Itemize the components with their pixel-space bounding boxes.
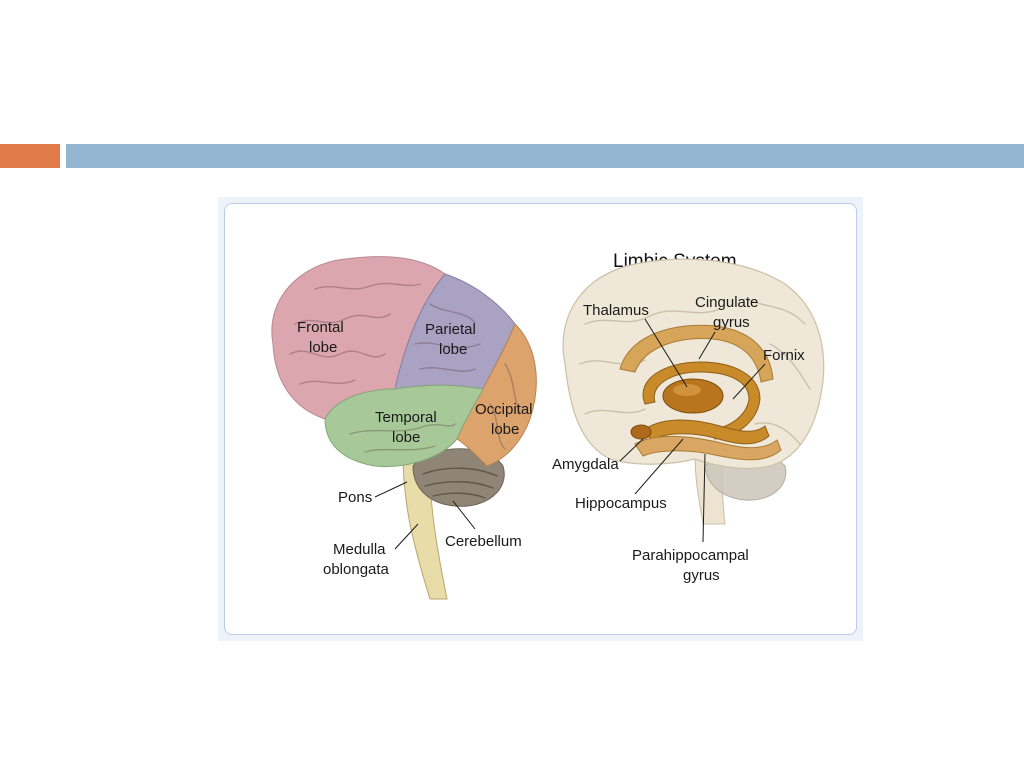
parahippocampal-label-line1: Parahippocampal [632,547,749,564]
brain-illustration: Frontal lobe Parietal lobe Temporal lobe… [271,251,825,600]
parietal-label-line1: Parietal [425,321,476,338]
pons-leader [374,481,408,498]
pons-label: Pons [338,489,372,506]
medulla-label-line2: oblongata [323,561,390,578]
medulla-leader [394,523,419,550]
hippocampus-leader [634,438,684,495]
parahippocampal-gyrus [634,436,782,461]
thalamus [662,378,724,414]
accent-bar-blue [66,144,1024,168]
cingulate-label-line1: Cingulate [695,294,758,311]
thalamus-leader [644,318,688,388]
cerebellum-leader [452,500,476,530]
frontal-label-line1: Frontal [297,319,344,336]
temporal-label-line1: Temporal [375,409,437,426]
cerebellum [412,448,505,507]
parahippocampal-leader [702,453,706,543]
fornix-label: Fornix [763,347,805,364]
medulla-label-line1: Medulla [333,541,386,558]
limbic-brain: Limbic System [552,251,825,584]
parietal-label-line2: lobe [439,341,467,358]
hippocampus [644,419,770,445]
cerebellum-label: Cerebellum [445,533,522,550]
thalamus-label: Thalamus [583,302,649,319]
hippocampus-label: Hippocampus [575,495,667,512]
brain-figure: Frontal lobe Parietal lobe Temporal lobe… [224,203,857,635]
lobes-brain: Frontal lobe Parietal lobe Temporal lobe… [271,256,537,600]
frontal-label-line2: lobe [309,339,337,356]
occipital-lobe [456,323,537,467]
occipital-label-line2: lobe [491,421,519,438]
amygdala-leader [619,438,644,462]
temporal-label-line2: lobe [392,429,420,446]
fornix [642,361,761,440]
fornix-leader [732,363,766,400]
occipital-label-line1: Occipital [475,401,533,418]
parahippocampal-label-line2: gyrus [683,567,720,584]
accent-bar-orange [0,144,60,168]
amygdala [630,424,652,440]
amygdala-label: Amygdala [552,456,619,473]
brain-figure-frame: Frontal lobe Parietal lobe Temporal lobe… [218,197,863,641]
cingulate-label-line2: gyrus [713,314,750,331]
cingulate-leader [698,331,716,360]
temporal-lobe [324,384,484,468]
